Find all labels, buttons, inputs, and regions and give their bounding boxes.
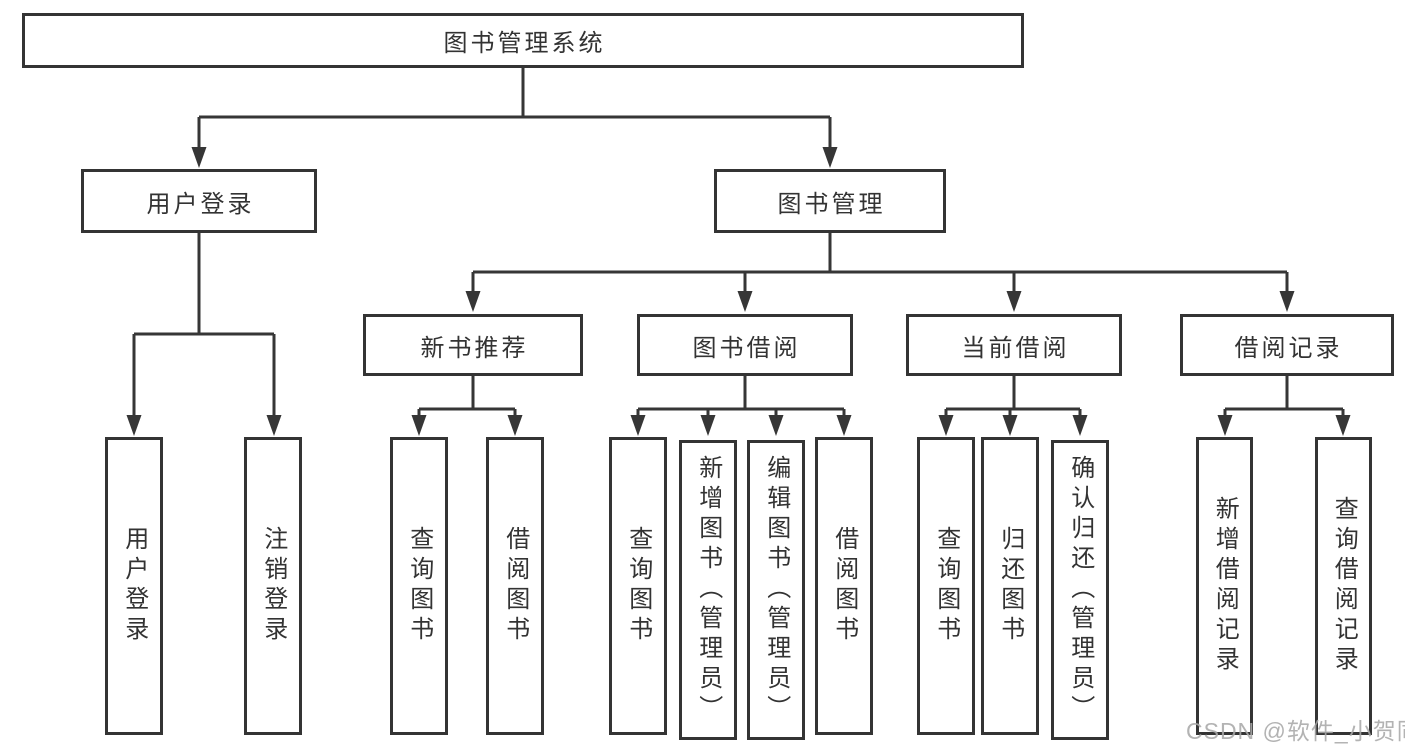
arrowhead (836, 415, 852, 436)
node-leaf-add-borrow-record: 新增借阅记录 (1196, 437, 1253, 735)
node-section-book-borrowing: 图书借阅 (637, 314, 853, 376)
connector-sections (417, 376, 1345, 421)
node-leaf-query-books-recommend: 查询图书 (390, 437, 448, 735)
arrowhead (126, 415, 142, 436)
node-label: 查询借阅记录 (1330, 496, 1358, 676)
arrowhead (700, 415, 716, 436)
node-label: 借阅记录 (1234, 334, 1343, 362)
arrowhead (1006, 291, 1022, 312)
node-leaf-confirm-return-admin: 确认归还（管理员） (1051, 440, 1109, 740)
node-label: 图书借阅 (692, 334, 801, 362)
arrowhead (411, 415, 427, 436)
arrowhead (465, 291, 481, 312)
node-leaf-query-borrow-record: 查询借阅记录 (1315, 437, 1372, 735)
arrowhead (266, 415, 282, 436)
node-leaf-borrow-books-recommend: 借阅图书 (486, 437, 544, 735)
node-leaf-query-books-current: 查询图书 (917, 437, 975, 735)
node-leaf-add-book-admin: 新增图书（管理员） (679, 440, 737, 740)
arrowhead (1335, 415, 1351, 436)
connector-user-login (132, 233, 276, 421)
node-label: 编辑图书（管理员） (762, 455, 790, 725)
node-label: 新增借阅记录 (1211, 496, 1239, 676)
node-leaf-edit-book-admin: 编辑图书（管理员） (747, 440, 805, 740)
node-label: 确认归还（管理员） (1066, 455, 1094, 725)
csdn-watermark: CSDN @软件_小贺同学 (1186, 718, 1405, 744)
node-branch-book-management: 图书管理 (714, 169, 946, 233)
connector-book-management (471, 233, 1289, 296)
node-label: 借阅图书 (830, 526, 858, 646)
arrowhead (1002, 415, 1018, 436)
node-label: 新增图书（管理员） (694, 455, 722, 725)
arrowhead (1217, 415, 1233, 436)
connector-root (197, 68, 832, 152)
arrowhead (768, 415, 784, 436)
arrowhead (191, 147, 207, 168)
node-leaf-return-book: 归还图书 (981, 437, 1039, 735)
node-label: 借阅图书 (501, 526, 529, 646)
node-section-borrowing-records: 借阅记录 (1180, 314, 1394, 376)
arrowhead (822, 147, 838, 168)
arrowhead (1072, 415, 1088, 436)
node-branch-user-login: 用户登录 (81, 169, 317, 233)
node-leaf-user-login: 用户登录 (105, 437, 163, 735)
node-label: 用户登录 (120, 526, 148, 646)
node-root-label: 图书管理系统 (443, 30, 606, 57)
node-label: 新书推荐 (420, 334, 529, 362)
node-leaf-logout: 注销登录 (244, 437, 302, 735)
arrowhead (737, 291, 753, 312)
node-label: 用户登录 (146, 190, 255, 218)
node-label: 查询图书 (624, 526, 652, 646)
node-leaf-query-books-borrowing: 查询图书 (609, 437, 667, 735)
node-section-new-book-recommend: 新书推荐 (363, 314, 583, 376)
node-label: 归还图书 (996, 526, 1024, 646)
arrowhead (1279, 291, 1295, 312)
node-label: 注销登录 (259, 526, 287, 646)
arrowhead (630, 415, 646, 436)
node-leaf-borrow-books: 借阅图书 (815, 437, 873, 735)
node-label: 图书管理 (777, 190, 886, 218)
arrowhead (507, 415, 523, 436)
node-label: 查询图书 (932, 526, 960, 646)
node-section-current-borrowing: 当前借阅 (906, 314, 1122, 376)
node-label: 查询图书 (405, 526, 433, 646)
arrowhead (938, 415, 954, 436)
node-root: 图书管理系统 (22, 13, 1024, 68)
node-label: 当前借阅 (961, 334, 1070, 362)
